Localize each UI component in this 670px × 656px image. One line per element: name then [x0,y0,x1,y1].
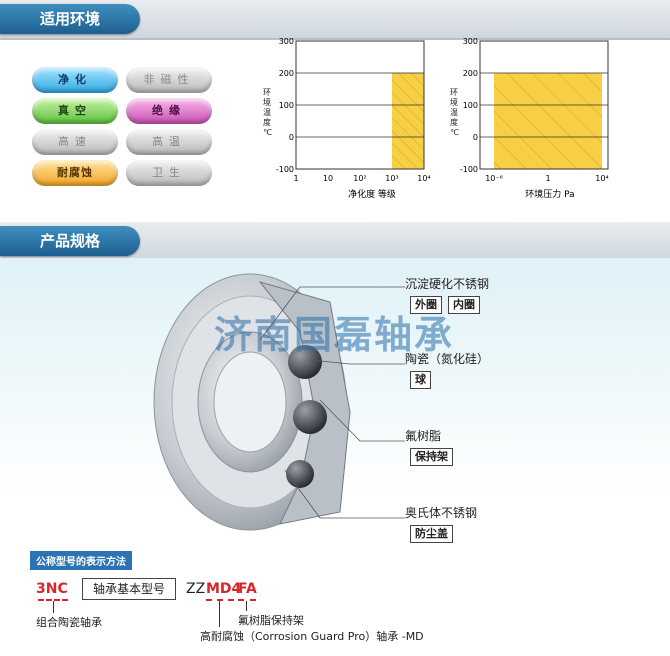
part-inner-ring: 内圈 [448,296,480,314]
component-ring-material: 沉淀硬化不锈钢 [405,277,490,291]
designation-prefix-underline [38,599,68,601]
pill-nonmagnetic: 非磁性 [126,67,212,93]
designation-md-underline [206,599,234,601]
chart2-xtick: 10⁻⁶ [485,174,503,183]
part-shield: 防尘盖 [410,525,453,543]
chart-cleanliness: 300 200 100 0 -100 1 10 10² 10³ 10⁴ 净化度 … [276,37,431,200]
chart2-ytick: 300 [463,37,478,46]
ball [286,460,314,488]
section-header-spec: 产品规格 [0,222,670,262]
chart1-xtick: 10 [323,174,333,183]
pill-clean: 净化 [32,67,118,93]
chart2-xtick: 10⁴ [595,174,608,183]
component-ball-material: 陶瓷（氮化硅） [405,352,490,366]
part-outer-ring: 外圈 [410,296,442,314]
chart1-ytick: 300 [279,37,294,46]
chart-pressure: 300 200 100 0 -100 10⁻⁶ 1 10⁴ 环境压力 Pa [460,37,609,200]
section-title-spec: 产品规格 [0,226,140,256]
pill-hygiene: 卫生 [126,160,212,186]
designation-fa: FA [238,581,257,597]
chart1-ytick: 200 [279,69,294,78]
section-header-environment: 适用环境 [0,0,670,40]
chart2-xtick: 1 [545,174,550,183]
chart2-ytick: 100 [463,101,478,110]
designation-desc-fa: 氟树脂保持架 [238,614,304,627]
designation-md: MD4 [206,581,242,597]
designation-prefix: 3NC [36,581,68,597]
bore [213,351,287,453]
chart2-ytick: 200 [463,69,478,78]
chart1-xtick: 10² [353,174,366,183]
component-shield-material: 奥氏体不锈钢 [405,506,478,520]
pill-high-speed: 高速 [32,129,118,155]
chart1-xtick: 10³ [385,174,398,183]
part-cage: 保持架 [410,448,453,466]
designation-base: 轴承基本型号 [82,578,177,600]
chart2-ylabel: 环境温度 ℃ [450,88,459,137]
chart2-ytick: 0 [473,133,478,142]
designation-prefix-tick [53,601,54,613]
chart1-ytick: 100 [279,101,294,110]
pill-vacuum: 真空 [32,98,118,124]
chart1-xlabel: 净化度 等级 [348,188,396,200]
designation-title: 公称型号的表示方法 [30,551,132,570]
chart1-region-hatch [392,73,424,169]
pill-high-temp: 高温 [126,129,212,155]
chart1-xtick: 10⁴ [417,174,430,183]
section-title-environment: 适用环境 [0,4,140,34]
chart1-xtick: 1 [293,174,298,183]
chart2-region-hatch [494,73,602,169]
chart2-ytick: -100 [460,165,478,174]
chart1-ytick: 0 [289,133,294,142]
pill-corrosion: 耐腐蚀 [32,160,118,186]
designation-desc-prefix: 组合陶瓷轴承 [36,616,102,629]
part-ball: 球 [410,371,431,389]
designation-fa-tick [246,601,247,611]
ball [293,400,327,434]
chart1-ytick: -100 [276,165,294,174]
designation-md-tick [219,601,220,627]
component-cage-material: 氟树脂 [405,429,442,443]
chart2-xlabel: 环境压力 Pa [525,188,574,200]
pill-insulation: 绝缘 [126,98,212,124]
chart1-ylabel: 环境温度 ℃ [263,88,272,137]
designation-fa-underline [238,599,256,601]
ball [288,345,322,379]
designation-zz: ZZ [186,581,206,597]
designation-desc-md: 高耐腐蚀（Corrosion Guard Pro）轴承 -MD [200,630,424,643]
